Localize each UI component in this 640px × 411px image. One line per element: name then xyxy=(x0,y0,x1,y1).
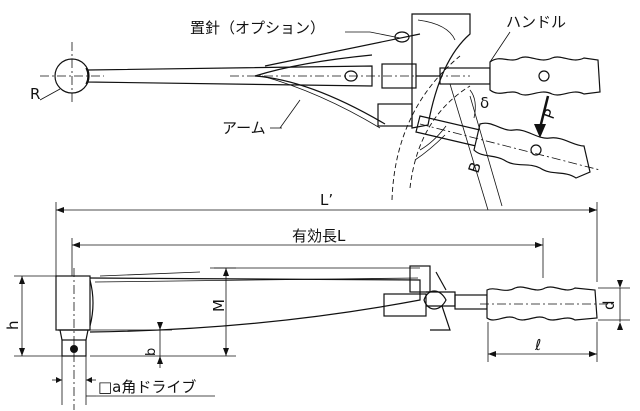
label-needle-option: 置針（オプション） xyxy=(190,19,325,37)
needle xyxy=(264,33,421,67)
head-block xyxy=(55,275,91,331)
beam-side xyxy=(89,277,421,333)
scale-plate xyxy=(411,13,471,129)
label-M: M xyxy=(210,299,228,312)
label-l: ℓ xyxy=(534,336,541,354)
arm-lower xyxy=(254,75,386,125)
label-arm: アーム xyxy=(222,119,266,137)
handle-grip-deflected xyxy=(473,122,591,179)
label-h: h xyxy=(4,320,22,330)
arm-upper xyxy=(254,54,373,77)
label-d: d xyxy=(600,300,618,310)
label-b: b xyxy=(144,348,159,356)
label-square-drive: □a角ドライブ xyxy=(98,378,196,396)
label-B: B xyxy=(465,160,485,175)
label-L-prime: L’ xyxy=(320,191,333,209)
side-view: M h b d ℓ □a角ドライブ xyxy=(4,265,630,410)
label-R: R xyxy=(30,85,40,103)
label-handle: ハンドル xyxy=(506,13,566,31)
dimension-L-prime: L’ xyxy=(55,191,598,282)
dimension-effective-length: 有効長L xyxy=(71,227,544,278)
top-view: R P xyxy=(30,13,601,211)
label-delta: δ xyxy=(480,94,489,112)
label-effective-length: 有効長L xyxy=(292,227,346,245)
handle-grip-side xyxy=(486,286,598,321)
handle-grip xyxy=(489,56,601,96)
